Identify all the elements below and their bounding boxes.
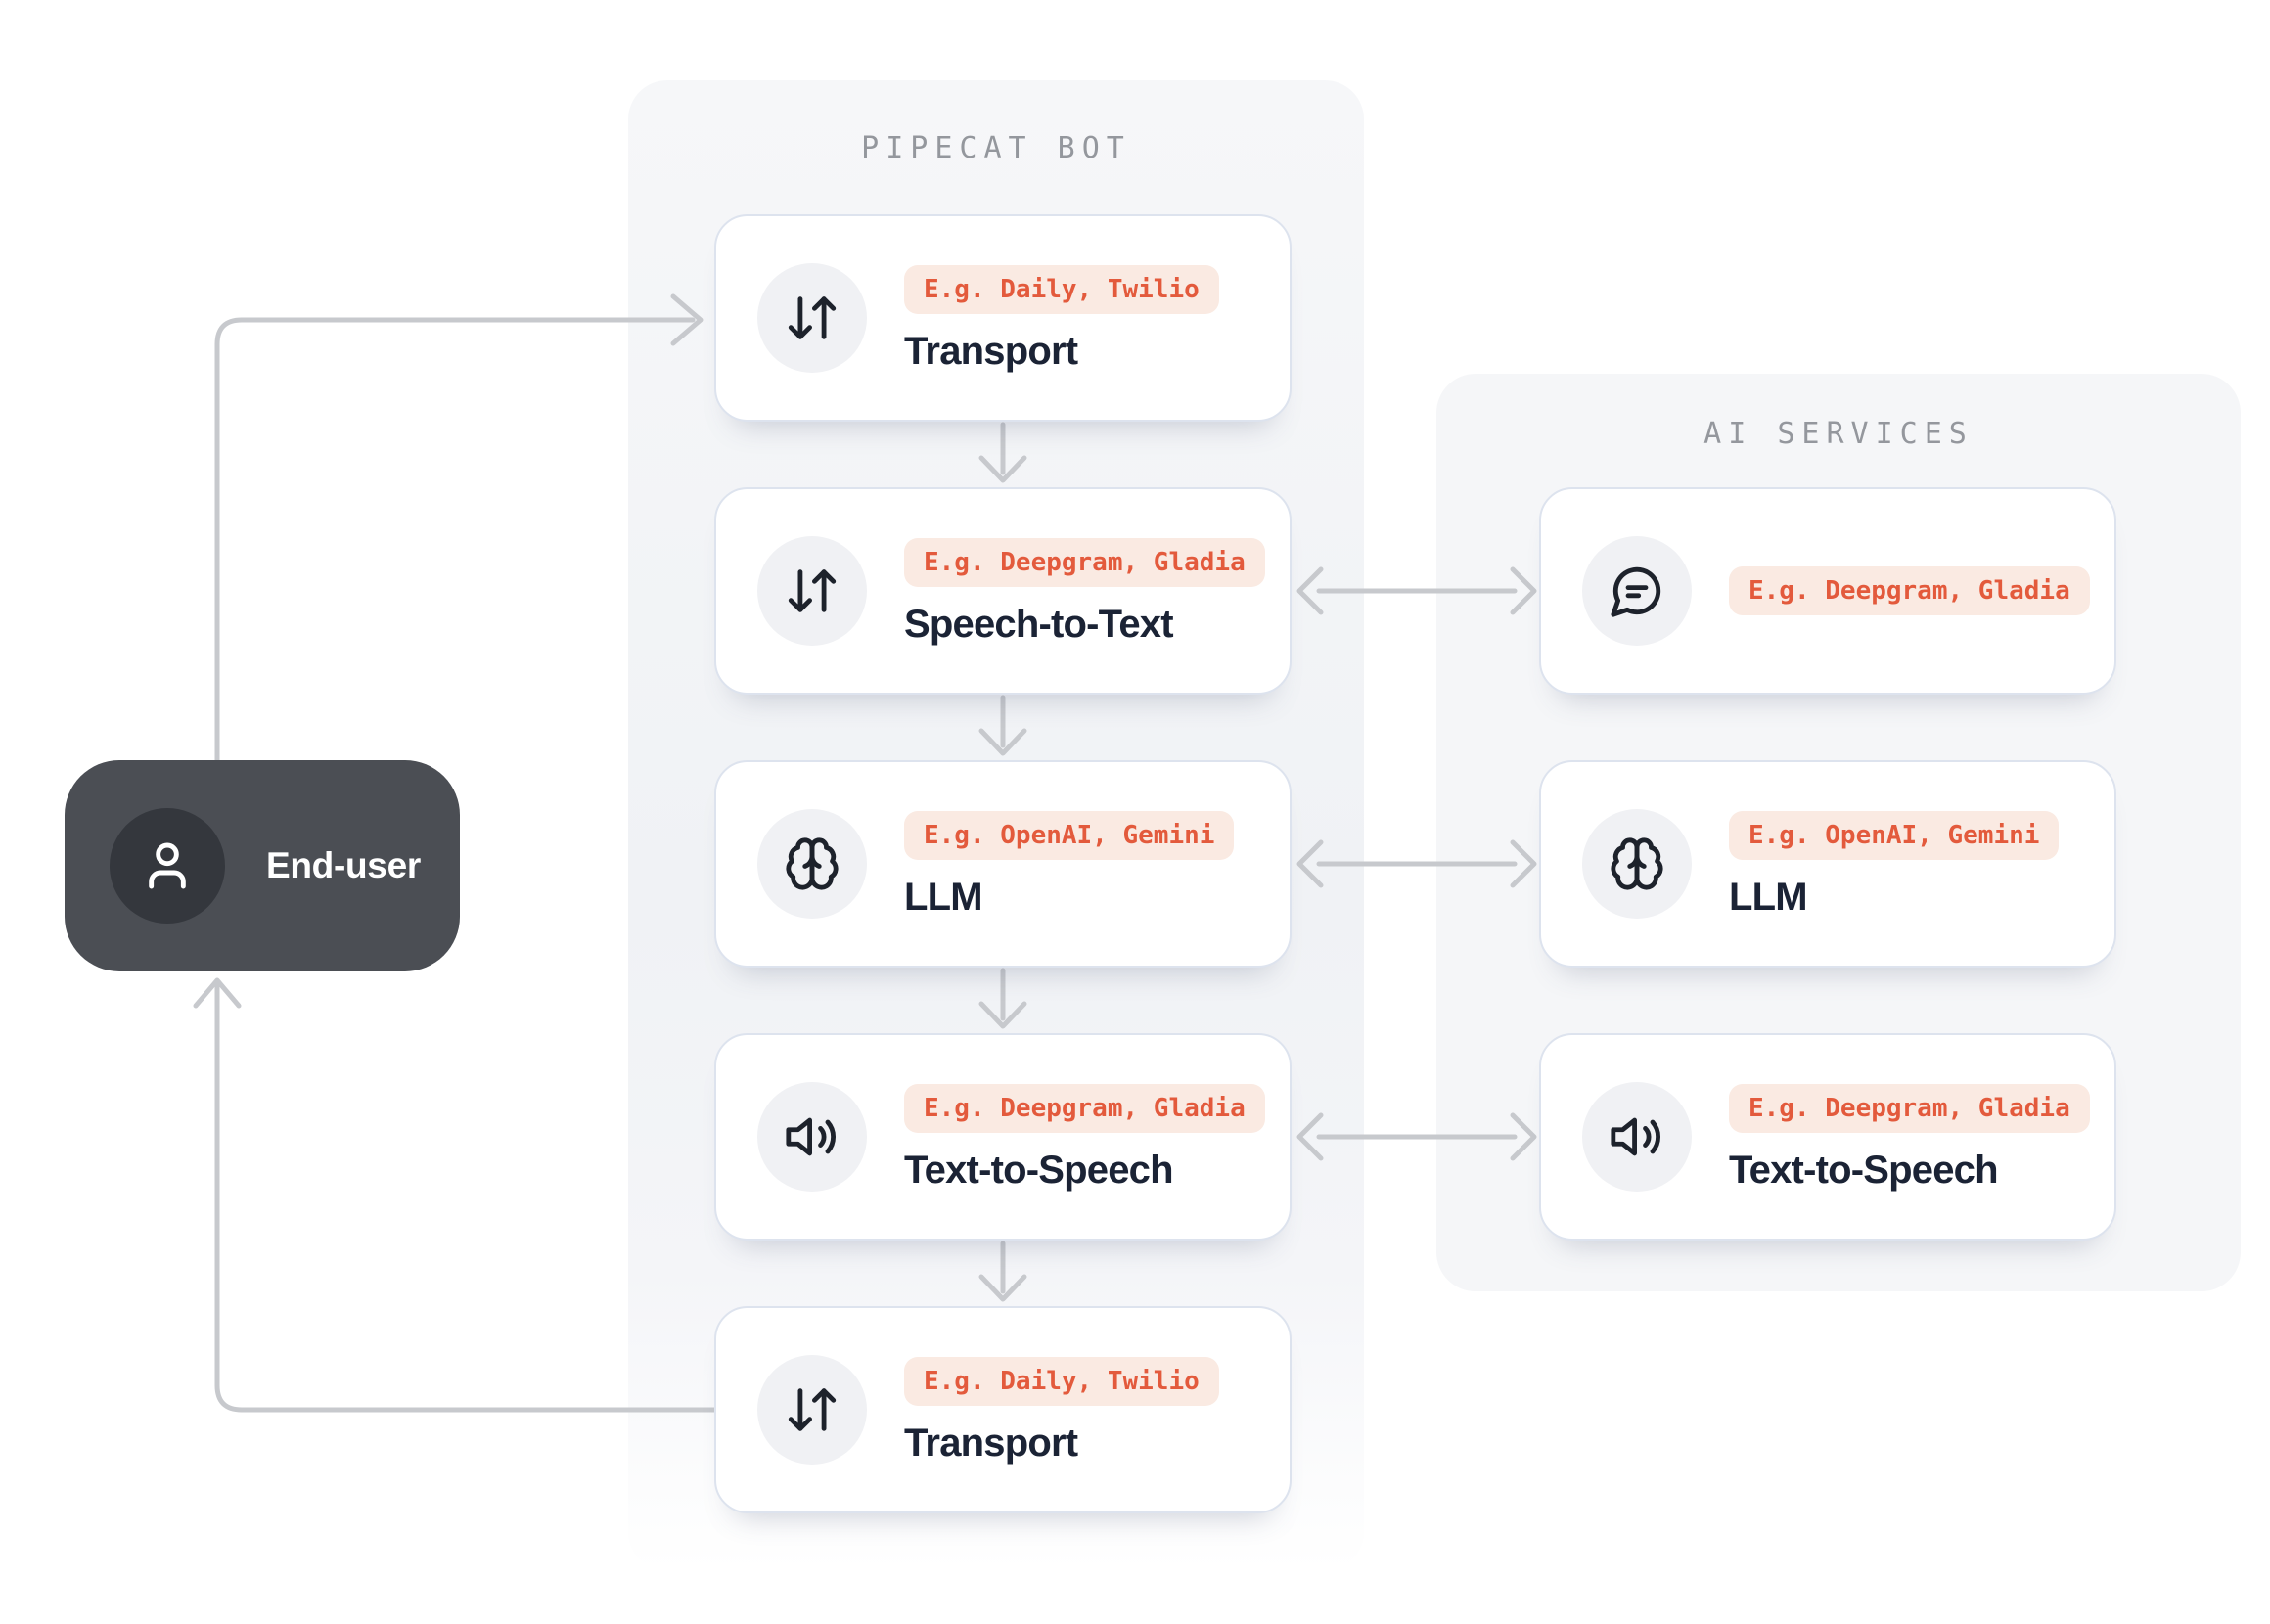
provider-badge: E.g. Deepgram, Gladia — [1729, 1084, 2090, 1133]
service-speech-to-text: E.g. Deepgram, Gladia — [1539, 487, 2116, 695]
arrowhead-down — [978, 455, 1027, 483]
node-title: Text-to-Speech — [904, 1149, 1174, 1192]
node-llm: E.g. OpenAI, Gemini LLM — [714, 760, 1292, 968]
edge-transport-to-enduser — [214, 981, 717, 1413]
node-title: Speech-to-Text — [904, 603, 1174, 646]
arrowhead-right — [1510, 839, 1537, 888]
user-icon — [140, 838, 195, 893]
arrowhead-down — [978, 1274, 1027, 1302]
arrowhead-down — [978, 1001, 1027, 1029]
arrows-up-down-icon — [784, 563, 840, 619]
arrowhead-right — [670, 293, 704, 346]
avatar — [110, 808, 225, 924]
provider-badge: E.g. Deepgram, Gladia — [904, 1084, 1265, 1133]
brain-icon — [784, 835, 840, 892]
arrowhead-right — [1510, 1112, 1537, 1161]
pipecat-panel-title: PIPECAT BOT — [861, 131, 1131, 165]
provider-badge: E.g. Daily, Twilio — [904, 1357, 1219, 1406]
service-text-to-speech: E.g. Deepgram, Gladia Text-to-Speech — [1539, 1033, 2116, 1241]
provider-badge: E.g. OpenAI, Gemini — [904, 811, 1235, 860]
arrows-up-down-icon — [784, 290, 840, 346]
end-user-label: End-user — [266, 845, 421, 885]
speaker-icon — [1609, 1108, 1665, 1165]
chat-bubble-icon — [1609, 563, 1665, 619]
provider-badge: E.g. Deepgram, Gladia — [1729, 566, 2090, 615]
node-transport-in: E.g. Daily, Twilio Transport — [714, 214, 1292, 422]
node-title: LLM — [904, 876, 983, 919]
node-text-to-speech: E.g. Deepgram, Gladia Text-to-Speech — [714, 1033, 1292, 1241]
provider-badge: E.g. Daily, Twilio — [904, 265, 1219, 314]
arrowhead-down — [978, 728, 1027, 756]
node-speech-to-text: E.g. Deepgram, Gladia Speech-to-Text — [714, 487, 1292, 695]
brain-icon — [1609, 835, 1665, 892]
arrowhead-left — [1296, 1112, 1324, 1161]
provider-badge: E.g. OpenAI, Gemini — [1729, 811, 2060, 860]
edge-enduser-to-transport — [214, 317, 696, 763]
node-title: Text-to-Speech — [1729, 1149, 1999, 1192]
node-transport-out: E.g. Daily, Twilio Transport — [714, 1306, 1292, 1513]
speaker-icon — [784, 1108, 840, 1165]
node-title: LLM — [1729, 876, 1808, 919]
node-title: Transport — [904, 330, 1078, 373]
node-end-user: End-user — [65, 760, 460, 971]
arrowhead-left — [1296, 566, 1324, 615]
arrowhead-up — [193, 977, 242, 1009]
arrowhead-left — [1296, 839, 1324, 888]
arrows-up-down-icon — [784, 1381, 840, 1438]
node-title: Transport — [904, 1421, 1078, 1465]
arrowhead-right — [1510, 566, 1537, 615]
ai-panel-title: AI SERVICES — [1703, 417, 1974, 451]
provider-badge: E.g. Deepgram, Gladia — [904, 538, 1265, 587]
service-llm: E.g. OpenAI, Gemini LLM — [1539, 760, 2116, 968]
